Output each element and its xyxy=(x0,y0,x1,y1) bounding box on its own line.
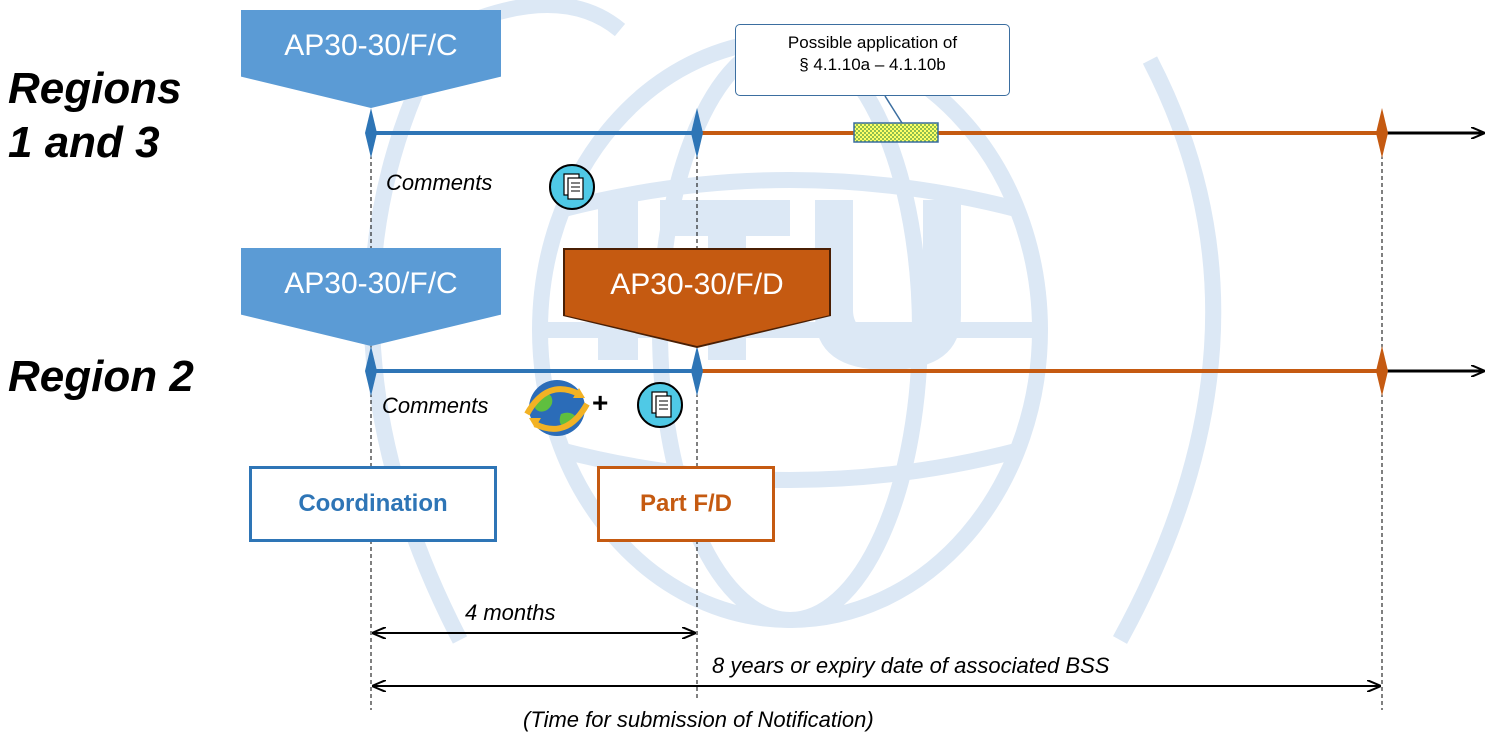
part-fd-phase-box: Part F/D xyxy=(597,466,775,542)
region-label-1-and-3: Regions 1 and 3 xyxy=(8,62,182,170)
r13-end-diamond xyxy=(1376,108,1388,158)
r2-end-diamond xyxy=(1376,346,1388,396)
r13-mid-diamond xyxy=(691,108,703,158)
r2-start-diamond xyxy=(365,346,377,396)
region-label-2: Region 2 xyxy=(8,352,194,401)
document-stack-icon xyxy=(637,382,683,428)
callout-pointer xyxy=(884,95,903,124)
r2-mid-diamond xyxy=(691,346,703,396)
eight-years-label: 8 years or expiry date of associated BSS xyxy=(712,653,1110,678)
document-stack-icon xyxy=(549,164,595,210)
r13-possible-application-bar xyxy=(853,122,939,143)
globe-exchange-icon xyxy=(524,380,590,436)
coordination-phase-box: Coordination xyxy=(249,466,497,542)
r2-comments-label: Comments xyxy=(382,393,489,418)
r13-comments-label: Comments xyxy=(386,170,493,195)
r2-coordination-label: AP30-30/F/C xyxy=(284,267,458,300)
r13-coordination-label: AP30-30/F/C xyxy=(284,29,458,62)
callout-line1: Possible application of xyxy=(787,33,958,52)
r2-part-fd-label: AP30-30/F/D xyxy=(610,268,784,301)
region-label-line1: Regions xyxy=(8,64,182,113)
plus-sign: + xyxy=(592,387,609,418)
possible-application-callout: Possible application of § 4.1.10a – 4.1.… xyxy=(735,24,1010,96)
r2-part-fd-marker: AP30-30/F/D xyxy=(563,248,831,348)
four-months-label: 4 months xyxy=(465,600,556,625)
callout-line2: § 4.1.10a – 4.1.10b xyxy=(799,55,946,74)
region-label-line2: 1 and 3 xyxy=(8,118,160,167)
r13-start-diamond xyxy=(365,108,377,158)
notification-note: (Time for submission of Notification) xyxy=(523,707,874,732)
